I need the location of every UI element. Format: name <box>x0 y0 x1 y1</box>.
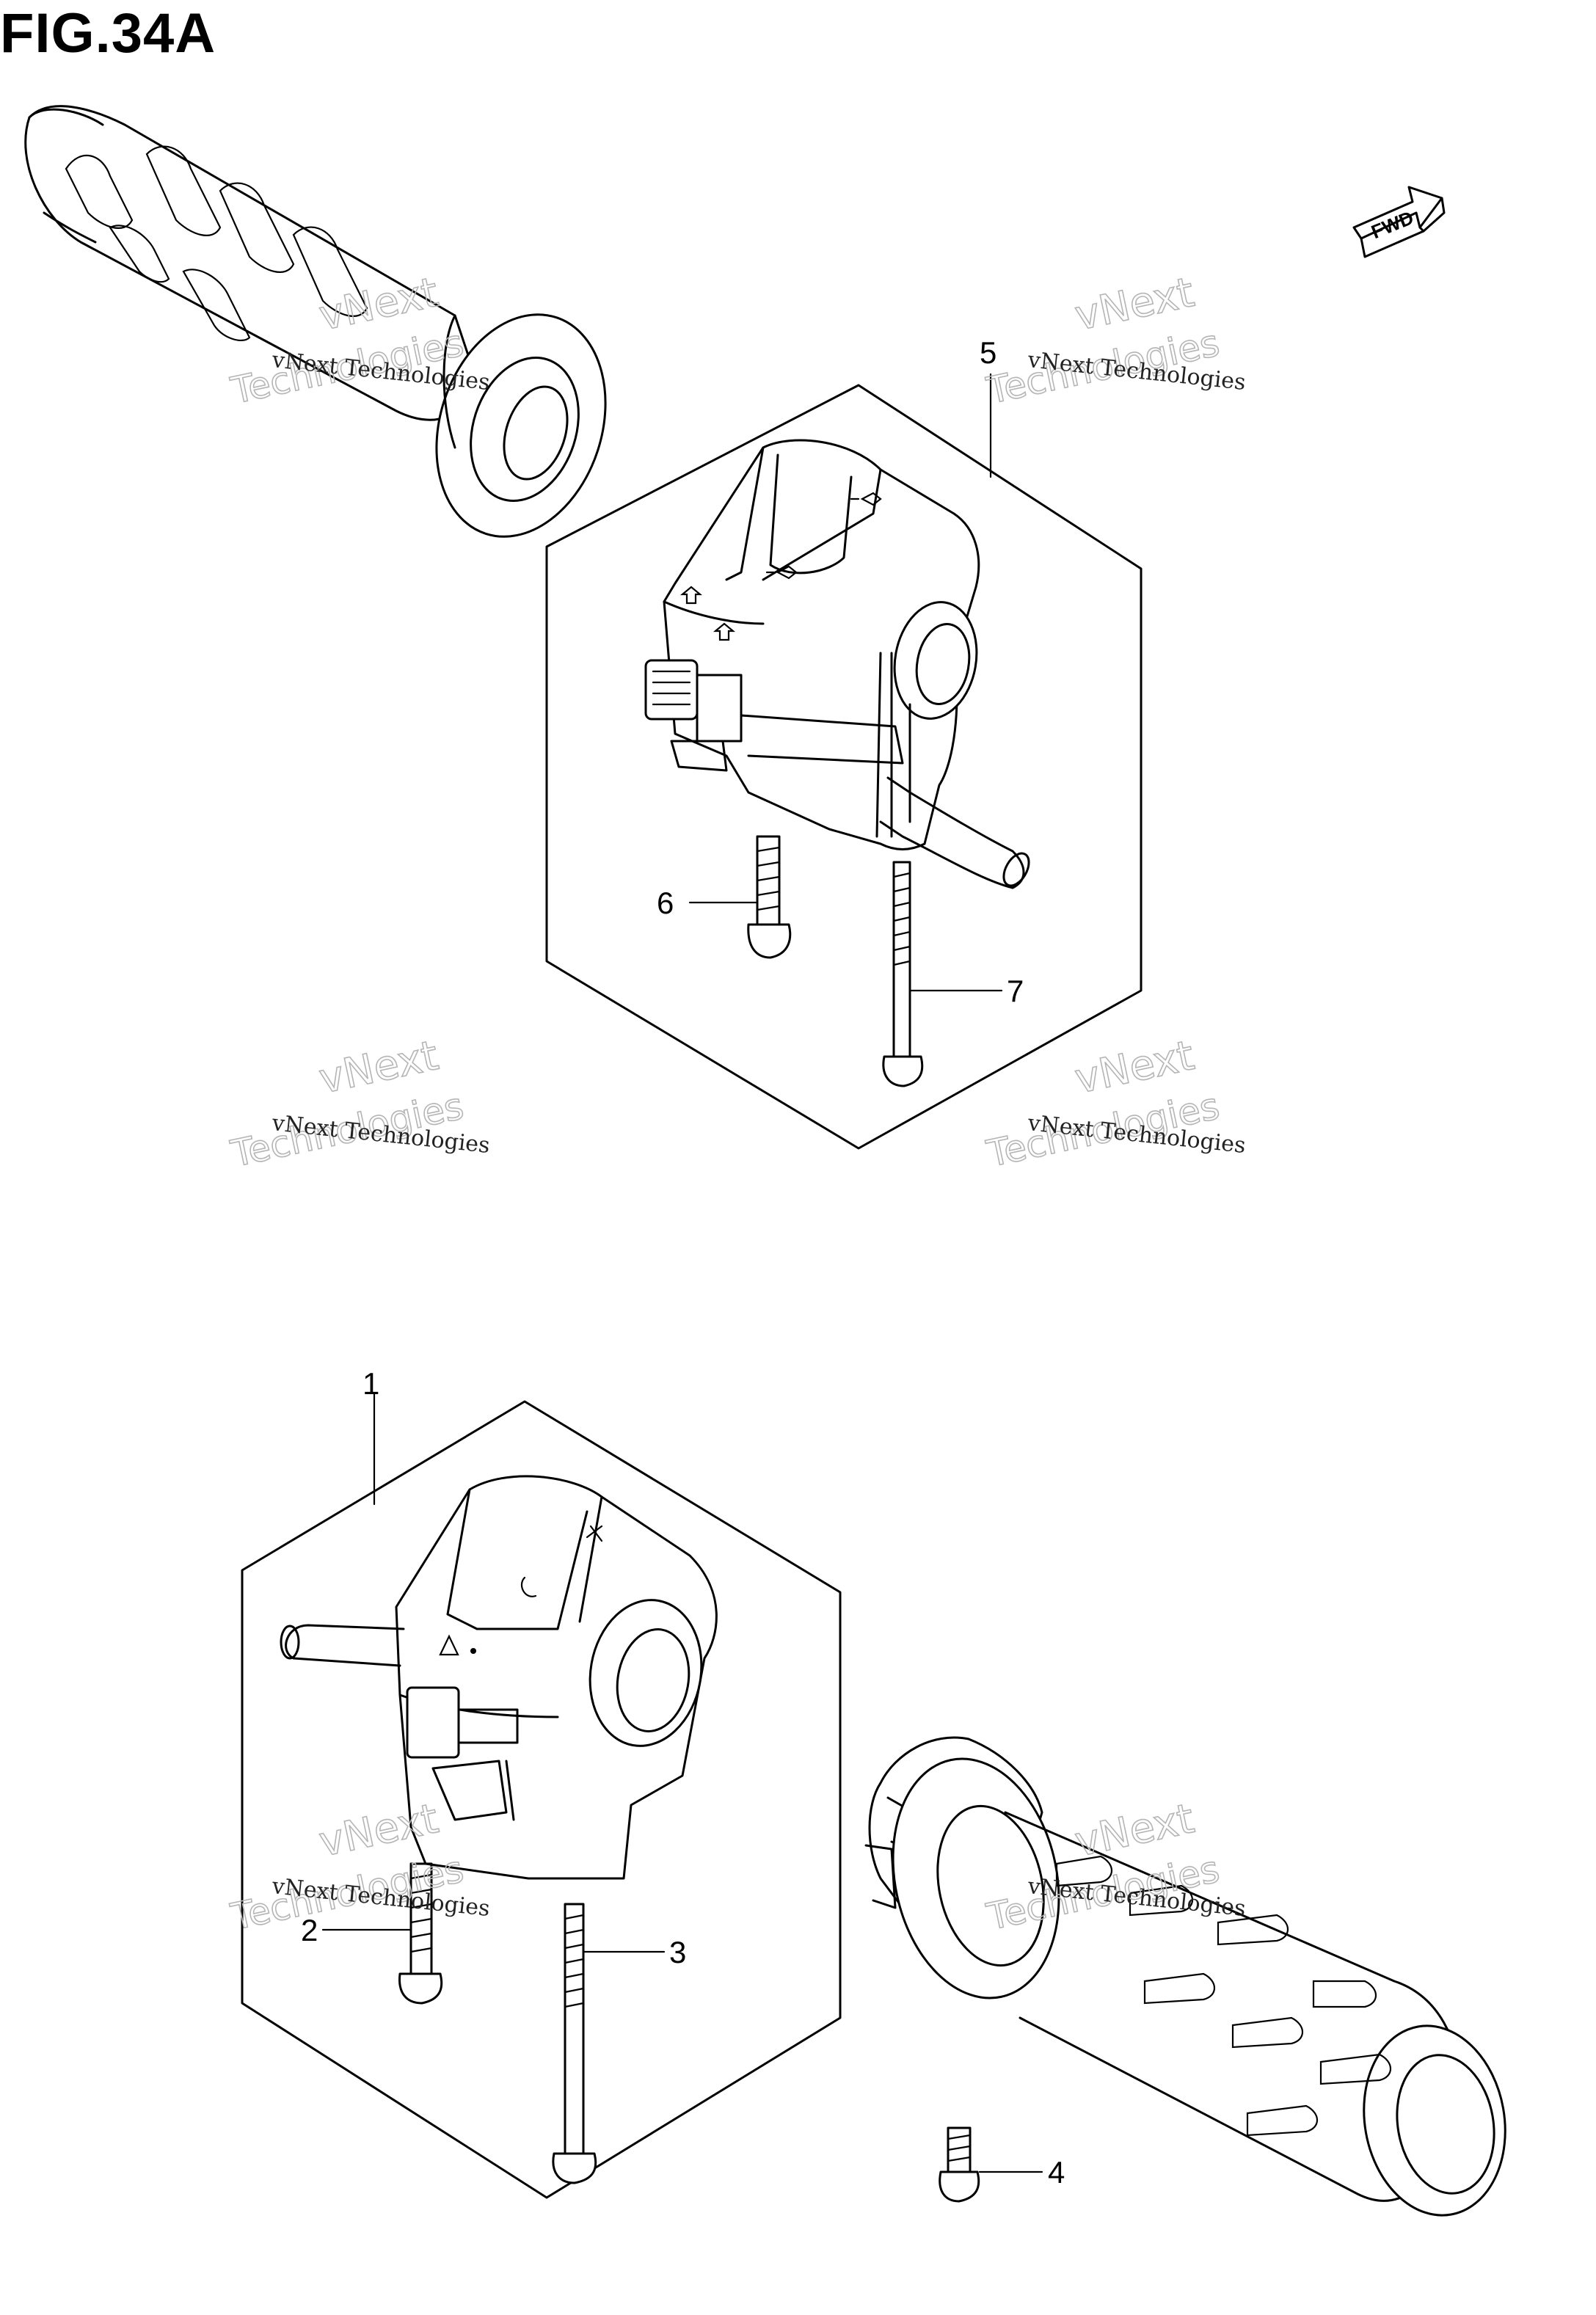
callout-1: 1 <box>362 1366 379 1401</box>
left-grip <box>24 105 607 538</box>
figure-title: FIG.34A <box>0 2 216 65</box>
callout-4: 4 <box>1048 2155 1065 2190</box>
fwd-arrow-icon: FWD <box>1352 186 1446 258</box>
watermark-5: vNext Technologies vNext Technologies <box>227 1794 492 1939</box>
watermark-2: vNext Technologies vNext Technologies <box>983 268 1247 412</box>
callout-leaders <box>321 373 1043 2173</box>
watermark-4: vNext Technologies vNext Technologies <box>983 1031 1247 1175</box>
callout-5: 5 <box>980 335 996 370</box>
switch-assembly-left-group <box>241 1400 842 2199</box>
callout-6: 6 <box>657 886 674 920</box>
watermark-3: vNext Technologies vNext Technologies <box>227 1031 492 1175</box>
right-grip <box>864 1736 1506 2217</box>
callout-3: 3 <box>669 1935 686 1969</box>
callout-labels: 1 2 3 4 5 6 7 <box>301 335 1065 2190</box>
callout-7: 7 <box>1007 974 1024 1008</box>
switch-assembly-right-group <box>545 384 1143 1150</box>
callout-2: 2 <box>301 1913 318 1947</box>
